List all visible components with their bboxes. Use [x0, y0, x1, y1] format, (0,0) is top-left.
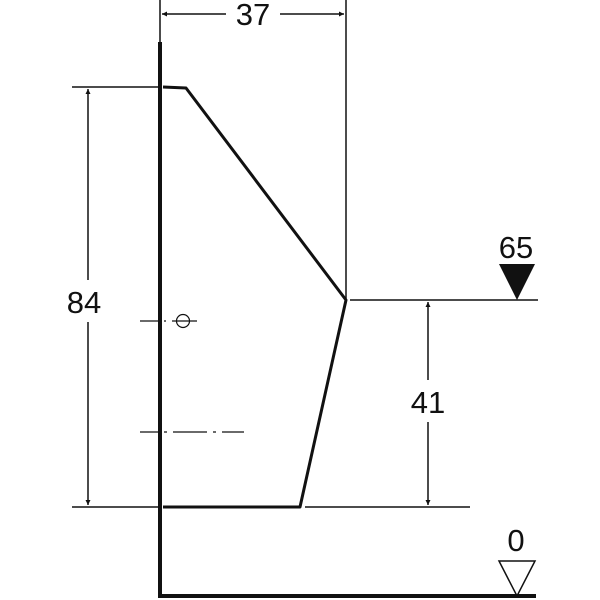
depth-label: 37: [236, 0, 270, 32]
rim-height-label: 41: [411, 385, 445, 420]
height-label: 84: [67, 285, 101, 320]
rim-level-label: 65: [499, 230, 533, 265]
inlet-marker-icon: [175, 313, 191, 329]
urinal-outline: [162, 85, 348, 509]
floor-level-label: 0: [507, 523, 524, 558]
level-marker-filled-icon: [499, 264, 535, 300]
level-marker-open-icon: [497, 560, 537, 598]
